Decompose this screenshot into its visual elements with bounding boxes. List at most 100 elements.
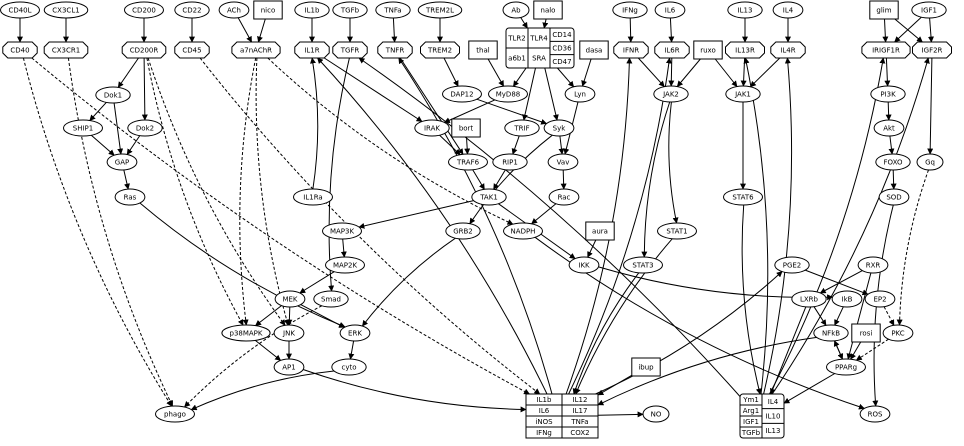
node-shape xyxy=(174,41,210,59)
node-shape xyxy=(339,324,371,342)
node-shape xyxy=(468,40,498,60)
edge-pro_outputs-to-il1r xyxy=(317,57,548,395)
edge-dok1-to-gap xyxy=(113,102,124,155)
node-label: CX3CR1 xyxy=(52,47,80,55)
edge-ab-to-receptor_complex xyxy=(520,17,528,29)
node-no: NO xyxy=(642,405,670,423)
record-cell-label: TLR4 xyxy=(529,35,548,43)
edge-cd200r-to-jnk xyxy=(147,57,286,326)
node-label: CX3CL1 xyxy=(52,7,79,15)
node-shape xyxy=(503,222,543,240)
edge-glim-to-irigf1r xyxy=(882,18,889,43)
node-label: NFkB xyxy=(822,330,840,338)
node-shape xyxy=(579,40,609,60)
record-cell-label: CD36 xyxy=(552,45,572,53)
node-label: TRAF6 xyxy=(456,159,480,167)
node-ach: ACh xyxy=(218,1,250,19)
edge-ship1-to-gap xyxy=(90,134,115,156)
node-dasa: dasa xyxy=(579,40,609,60)
node-il13r: IL13R xyxy=(725,41,765,59)
edge-cd200r-to-dok2 xyxy=(141,57,148,121)
node-aura: aura xyxy=(585,221,615,241)
edge-syk-to-grb2 xyxy=(469,134,553,225)
node-shape xyxy=(155,405,195,423)
node-ras: Ras xyxy=(114,188,146,206)
edge-il6_in-to-il6r xyxy=(668,17,675,43)
edge-stat3-to-pro_outputs xyxy=(572,272,640,395)
node-ab: Ab xyxy=(502,1,530,19)
node-label: GRB2 xyxy=(453,228,473,236)
node-label: IL1R xyxy=(304,47,319,55)
node-label: RIP1 xyxy=(502,159,518,167)
node-label: JAK1 xyxy=(734,91,751,99)
node-lyn: Lyn xyxy=(564,85,596,103)
node-smad: Smad xyxy=(313,290,349,308)
node-label: DAP12 xyxy=(450,91,473,99)
node-label: ibup xyxy=(638,364,654,372)
edge-tnfa_in-to-tnfr xyxy=(391,17,398,43)
node-shape xyxy=(420,41,460,59)
node-shape xyxy=(857,256,889,274)
edge-jak2-to-stat3 xyxy=(641,101,671,258)
record-cell-label: CD14 xyxy=(552,31,572,39)
record-cell-label: TGFb xyxy=(741,429,761,437)
node-shape xyxy=(221,324,271,342)
edge-rosi-to-pparg xyxy=(850,341,862,360)
node-lxrb: LXRb xyxy=(791,290,827,308)
node-label: TNFa xyxy=(383,7,401,15)
node-shape xyxy=(912,41,952,59)
node-cd40: CD40 xyxy=(2,41,38,59)
node-shape xyxy=(293,188,333,206)
node-label: ruxo xyxy=(700,47,716,55)
node-label: p38MAPK xyxy=(230,330,263,338)
node-shape xyxy=(654,41,690,59)
edge-tak1-to-map3k xyxy=(358,200,474,229)
node-label: aura xyxy=(592,228,608,236)
node-cd45: CD45 xyxy=(174,41,210,59)
node-shape xyxy=(43,1,89,19)
edge-mek-to-erk xyxy=(300,304,345,328)
edge-grb2-to-erk xyxy=(362,237,456,327)
node-shape xyxy=(442,85,482,103)
edge-bort-to-traf6 xyxy=(464,136,471,155)
edge-rac-to-nadph xyxy=(531,203,557,225)
edge-ras-to-erk xyxy=(139,202,346,328)
node-label: TAK1 xyxy=(479,194,498,202)
node-label: IKK xyxy=(578,262,590,270)
node-shape xyxy=(882,324,914,342)
node-stat3: STAT3 xyxy=(623,256,663,274)
node-label: IRAK xyxy=(424,125,440,133)
node-shape xyxy=(0,1,40,19)
node-ifnr: IFNR xyxy=(613,41,649,59)
edge-gap-to-ras xyxy=(123,169,130,190)
node-shape xyxy=(448,153,488,171)
edge-a7nachr-to-p38mapk xyxy=(239,57,257,326)
node-shape xyxy=(725,85,761,103)
node-label: TREM2L xyxy=(425,7,454,15)
node-label: IGF1 xyxy=(921,7,937,15)
node-shape xyxy=(869,0,899,20)
node-nalo: nalo xyxy=(533,0,563,20)
node-shape xyxy=(568,256,600,274)
node-pge2: PGE2 xyxy=(774,256,810,274)
node-cx3cl1: CX3CL1 xyxy=(43,1,89,19)
record-cell-label: a6b1 xyxy=(508,55,526,63)
node-tnfa_in: TNFa xyxy=(375,1,411,19)
record-cell-label: IL1b xyxy=(537,396,552,404)
edge-igf2r-to-gq xyxy=(927,57,934,155)
node-gq: Gq xyxy=(916,153,944,171)
node-shape xyxy=(693,40,723,60)
node-trem2l: TREM2L xyxy=(417,1,463,19)
node-shape xyxy=(114,188,146,206)
node-shape xyxy=(377,41,413,59)
node-label: rosi xyxy=(860,330,873,338)
edge-irak-to-traf6 xyxy=(439,134,461,156)
node-ikb: IkB xyxy=(831,290,863,308)
node-label: Akt xyxy=(883,125,895,133)
edge-dasa-to-lyn xyxy=(581,58,592,87)
node-shape xyxy=(864,290,896,308)
node-shape xyxy=(294,1,330,19)
node-shape xyxy=(502,1,530,19)
edge-ach-to-a7nachr xyxy=(237,17,253,43)
